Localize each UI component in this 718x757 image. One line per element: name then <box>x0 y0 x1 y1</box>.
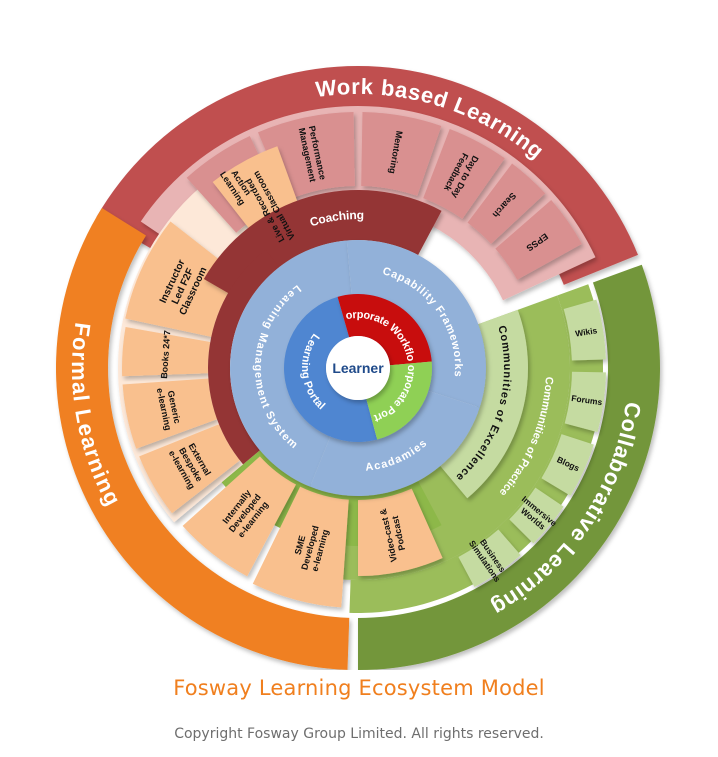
collab-item-business-simulations <box>458 529 521 587</box>
copyright-notice: Copyright Fosway Group Limited. All righ… <box>174 726 544 742</box>
learning-portal-segment <box>284 296 378 442</box>
academies-ring-segment <box>310 390 480 497</box>
formal-item-label: Books 24*7 <box>159 330 172 379</box>
learner-center-circle <box>326 336 390 400</box>
collab-item-label: Wikis <box>574 325 598 338</box>
formal-dark-band <box>208 249 280 465</box>
collaborative-outer-ring <box>358 264 660 670</box>
work-based-outer-ring <box>96 65 639 285</box>
learner-label: Learner <box>332 360 384 376</box>
corporate-workflow-segment <box>337 294 432 366</box>
collab-item-forums <box>564 371 606 433</box>
outer-ring-layer <box>55 65 660 670</box>
formal-item-generic-e-learning <box>122 378 218 449</box>
formal-item-sme-developed-e-learning <box>252 486 349 608</box>
formal-outer-ring <box>55 207 350 670</box>
work-item-mentoring <box>361 112 442 196</box>
communities-of-excellence-band <box>440 309 528 499</box>
collab-item-blogs <box>541 434 594 496</box>
collab-item-immersive-worlds <box>509 487 564 544</box>
formal-item-video-cast-podcast <box>358 488 443 576</box>
work-item-day-to-day-feedback <box>423 129 505 219</box>
formal-item-external-bespoke-e-learning <box>139 424 240 514</box>
collab-item-wikis <box>563 299 606 361</box>
item-segments-layer <box>122 112 606 608</box>
diagram-title: Fosway Learning Ecosystem Model <box>173 676 545 700</box>
work-item-epss <box>495 200 582 280</box>
core-ring-layer <box>203 190 487 497</box>
corporate-portal-segment <box>366 361 433 440</box>
collab-item-label: Forums <box>571 393 604 407</box>
lms-ring-segment <box>230 240 352 487</box>
formal-item-internally-developed-e-learning <box>182 456 297 577</box>
formal-item-instructor-led-f2f-classroom <box>125 221 240 337</box>
formal-item-books-24-7 <box>122 327 211 377</box>
work-item-search <box>467 163 546 244</box>
